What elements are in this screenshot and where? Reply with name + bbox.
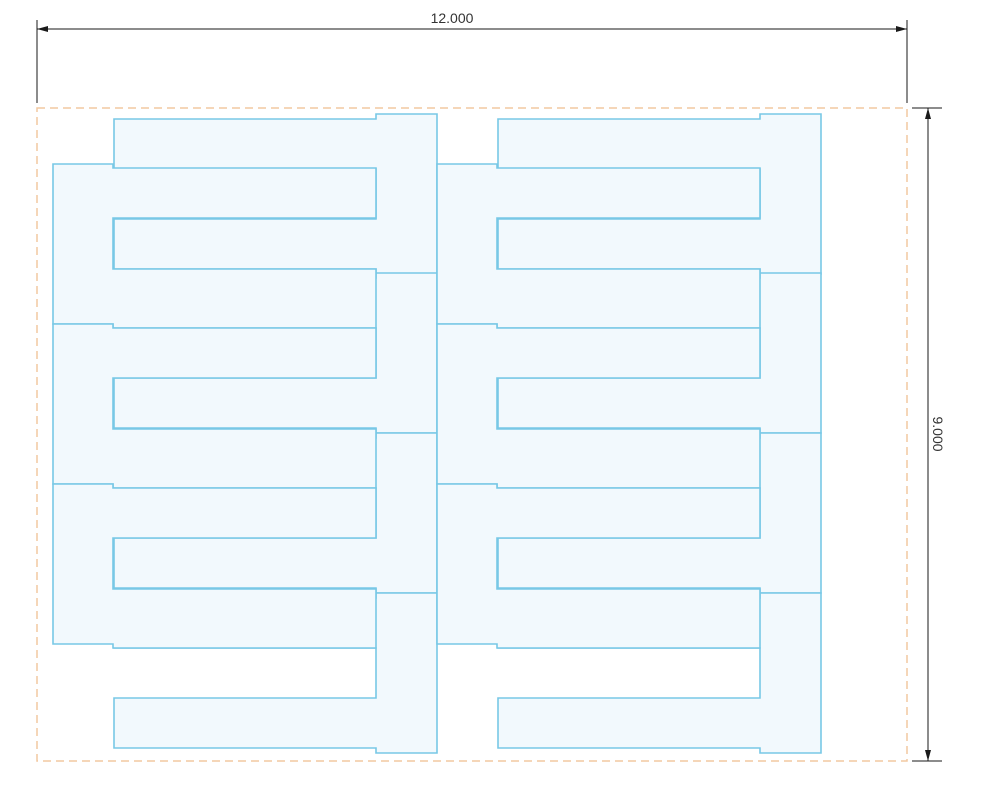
width-arrow-left [37, 26, 48, 32]
height-dimension: 9.000 [912, 107, 946, 762]
height-arrow-bottom [925, 750, 931, 761]
width-dimension-label: 12.000 [431, 10, 474, 26]
tee-piece-left-2-3 [436, 483, 761, 649]
width-arrow-right [896, 26, 907, 32]
height-arrow-top [925, 108, 931, 119]
height-dimension-label: 9.000 [930, 416, 946, 451]
nested-pieces [52, 113, 822, 754]
sheet-boundary [36, 107, 908, 762]
width-dimension: 12.000 [36, 10, 908, 103]
tee-piece-left-1-3 [52, 483, 377, 649]
